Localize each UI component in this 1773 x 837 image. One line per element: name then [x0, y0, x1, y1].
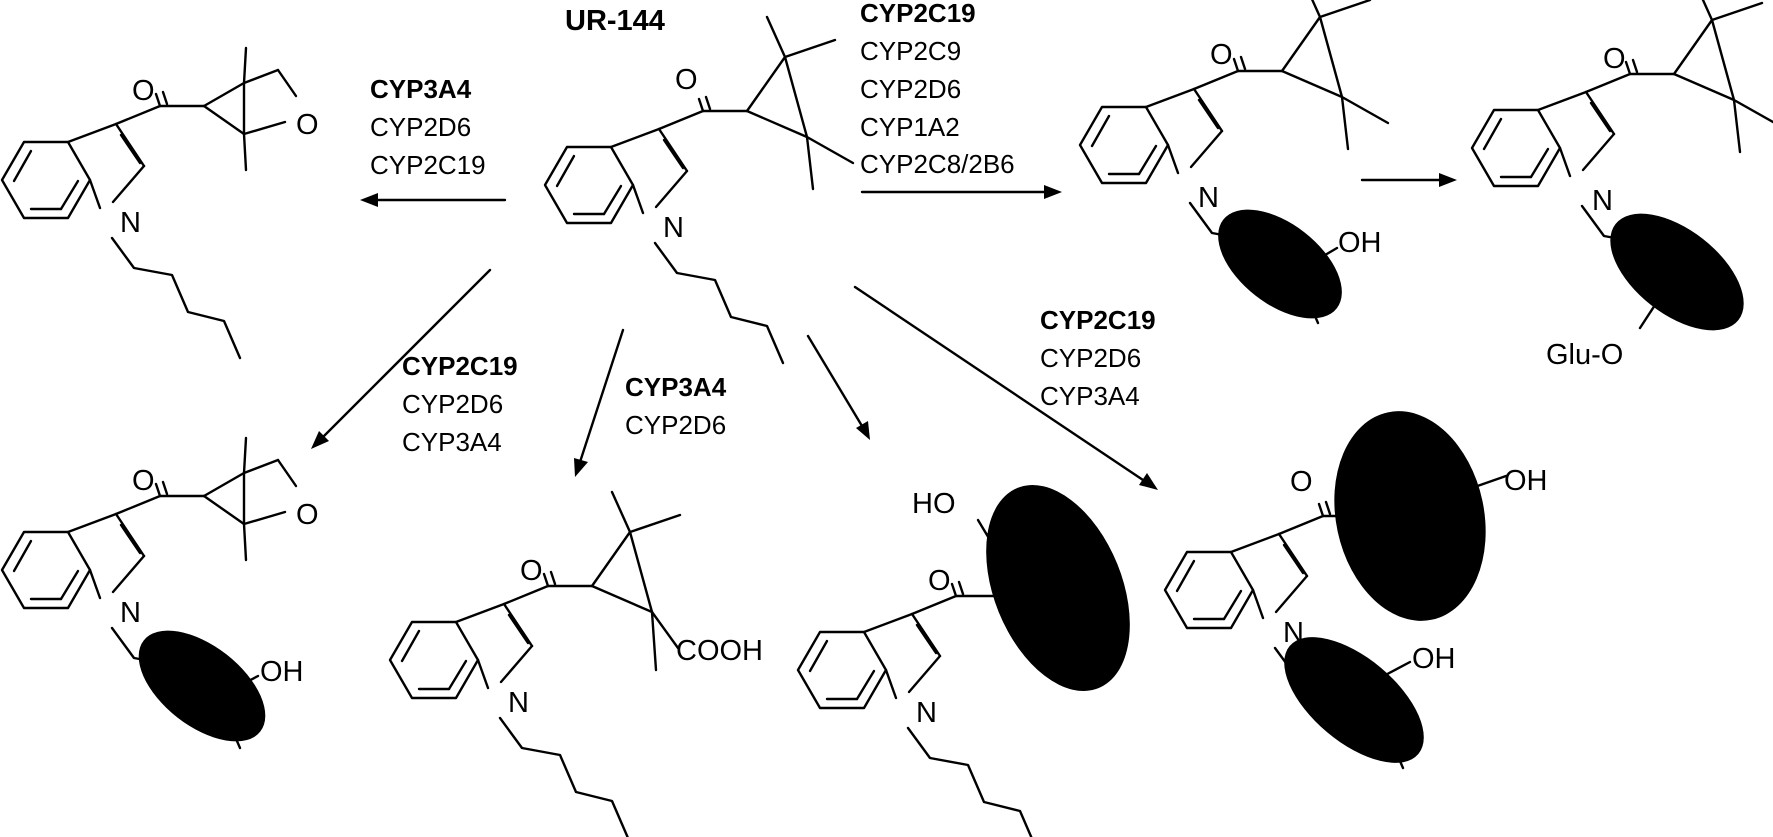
- hydroxyl-label: OH: [1412, 643, 1456, 675]
- metabolic-site-marker: [1218, 209, 1342, 319]
- carbonyl-oxygen-label: O: [1210, 39, 1233, 71]
- enzyme-label: CYP2D6: [860, 74, 961, 104]
- reaction-arrow: [1360, 173, 1457, 187]
- hydroxyl-label: OH: [1338, 227, 1382, 259]
- metabolic-site-marker: [986, 485, 1130, 691]
- carbonyl-oxygen-label: O: [1603, 43, 1626, 75]
- metabolite-dihydroxy: O N OH OH: [1163, 411, 1548, 770]
- enzyme-label: CYP2C19: [860, 0, 976, 28]
- carbonyl-oxygen-label: O: [132, 465, 155, 497]
- enzyme-label: CYP2C19: [1040, 305, 1156, 335]
- enzyme-label: CYP2C19: [402, 351, 518, 381]
- enzyme-label: CYP2C8/2B6: [860, 149, 1015, 179]
- hydroxyl-label: OH: [1504, 465, 1548, 497]
- metabolic-site-marker: [138, 630, 266, 742]
- enzyme-label: CYP2D6: [625, 410, 726, 440]
- hydroxyl-label: OH: [260, 656, 304, 688]
- enzyme-label: CYP2C19: [370, 150, 486, 180]
- carbonyl-oxygen-label: O: [132, 75, 155, 107]
- indole-nitrogen-label: N: [1592, 185, 1613, 217]
- glucuronide-label: Glu-O: [1546, 339, 1623, 371]
- parent-compound-label: UR-144: [565, 5, 665, 37]
- metabolite-rearranged-hydroxypentyl: O N O OH: [0, 436, 319, 750]
- ring-oxygen-label: O: [296, 499, 319, 531]
- reaction-arrow: [311, 268, 492, 449]
- enzyme-label: CYP3A4: [1040, 381, 1140, 411]
- reaction-arrow: [574, 328, 625, 477]
- carbonyl-oxygen-label: O: [1290, 466, 1313, 498]
- enzyme-label: CYP2D6: [370, 112, 471, 142]
- metabolic-site-marker: [1610, 213, 1744, 331]
- metabolite-rearranged: O N O: [0, 46, 319, 360]
- hydroxyl-label: HO: [912, 488, 956, 520]
- enzyme-label: CYP2D6: [402, 389, 503, 419]
- ring-oxygen-label: O: [296, 109, 319, 141]
- enzyme-label: CYP2C9: [860, 36, 961, 66]
- indole-nitrogen-label: N: [508, 687, 529, 719]
- metabolic-site-marker: [1284, 637, 1424, 763]
- reaction-arrow: [360, 193, 507, 207]
- carbonyl-oxygen-label: O: [928, 565, 951, 597]
- enzyme-label: CYP2D6: [1040, 343, 1141, 373]
- enzyme-label: CYP3A4: [370, 74, 472, 104]
- metabolic-site-marker: [1334, 411, 1486, 621]
- parent-compound-structure: O N: [543, 15, 855, 365]
- carbonyl-oxygen-label: O: [520, 555, 543, 587]
- indole-nitrogen-label: N: [663, 212, 684, 244]
- reaction-arrow: [806, 334, 870, 440]
- reaction-arrow: [860, 185, 1062, 199]
- enzyme-label: CYP3A4: [625, 372, 727, 402]
- carbonyl-oxygen-label: O: [675, 64, 698, 96]
- metabolite-carboxylic-acid: O N COOH: [388, 490, 763, 837]
- metabolite-glucuronide: O N Glu-O: [1470, 0, 1773, 371]
- metabolite-hydroxy-cyclopropyl: O N HO: [796, 485, 1130, 837]
- indole-nitrogen-label: N: [120, 207, 141, 239]
- carboxyl-label: COOH: [676, 635, 763, 667]
- enzyme-label: CYP3A4: [402, 427, 502, 457]
- indole-nitrogen-label: N: [1198, 182, 1219, 214]
- reaction-arrow: [853, 285, 1158, 490]
- metabolite-hydroxypentyl: O N OH: [1078, 0, 1390, 325]
- indole-nitrogen-label: N: [916, 697, 937, 729]
- enzyme-label: CYP1A2: [860, 112, 960, 142]
- indole-nitrogen-label: N: [120, 597, 141, 629]
